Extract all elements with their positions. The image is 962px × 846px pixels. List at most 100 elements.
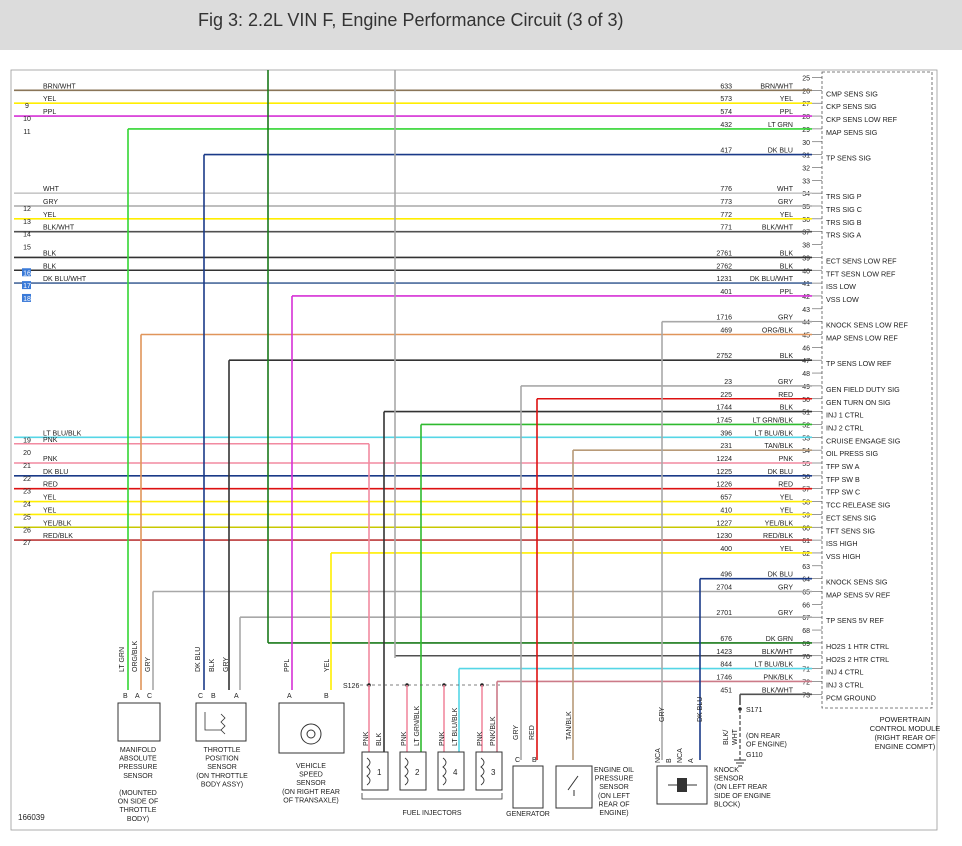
pin-number: 46	[802, 345, 810, 352]
left-connector-number: 15	[23, 245, 31, 252]
left-connector-number: 20	[23, 450, 31, 457]
injector-coil-icon	[404, 757, 409, 786]
left-connector-number: 25	[23, 514, 31, 521]
pin-number: 63	[802, 564, 810, 571]
pin-number: 39	[802, 255, 810, 262]
wire-color-label: DK BLU	[768, 148, 793, 155]
wire-color-label: BLK/WHT	[762, 649, 794, 656]
pcm-pin-label: TRS SIG P	[826, 192, 862, 201]
pin-number: 54	[802, 448, 810, 455]
splice-s171-label: S171	[746, 707, 762, 714]
left-connector-number: 13	[23, 219, 31, 226]
knock-sensor-label: KNOCK	[714, 767, 739, 774]
pcm-pin-label: CMP SENS SIG	[826, 89, 878, 98]
wire-color-label: PNK	[779, 456, 794, 463]
circuit-number: 225	[720, 392, 732, 399]
pcm-pin-label: TP SENS SIG	[826, 154, 871, 163]
wire-color-label: GRY	[778, 315, 793, 322]
pcm-pin-label: TRS SIG B	[826, 218, 862, 227]
pcm-pin-label: TFT SENS SIG	[826, 526, 875, 535]
circuit-number: 2762	[716, 263, 732, 270]
circuit-number: 676	[720, 636, 732, 643]
circuit-number: 1230	[716, 533, 732, 540]
vertical-wire-label: LT BLU/BLK	[452, 707, 459, 746]
pin-number: 28	[802, 114, 810, 121]
vertical-wire-label: PNK	[477, 731, 484, 746]
left-wire-label: YEL	[43, 495, 56, 502]
generator	[512, 765, 544, 809]
circuit-number: 400	[720, 546, 732, 553]
tps-label: POSITION	[205, 756, 238, 763]
circuit-number: 773	[720, 199, 732, 206]
pin-letter: A	[688, 758, 695, 763]
injector-coil-icon	[442, 757, 447, 786]
pcm-label-line: CONTROL MODULE	[870, 724, 941, 733]
left-connector-number: 11	[23, 129, 30, 136]
left-wire-label: BRN/WHT	[43, 83, 76, 90]
pin-number: 57	[802, 487, 810, 494]
injector-number: 4	[453, 768, 458, 777]
wire-color-label: RED	[778, 482, 793, 489]
pcm-pin-label: TCC RELEASE SIG	[826, 501, 891, 510]
wire-color-label: YEL	[780, 212, 793, 219]
pcm-pin-label: ISS LOW	[826, 282, 856, 291]
circuit-number: 401	[720, 289, 732, 296]
pin-number: 32	[802, 165, 810, 172]
left-wire-label: RED/BLK	[43, 533, 73, 540]
pin-number: 25	[802, 76, 810, 83]
tps-label: BODY ASSY)	[201, 781, 243, 788]
vertical-wire-label: LT GRN/BLK	[414, 705, 421, 746]
circuit-number: 1745	[716, 417, 732, 424]
pin-number: 64	[802, 577, 810, 584]
pin-number: 43	[802, 307, 810, 314]
oil-sensor-label: SENSOR	[599, 784, 629, 791]
pin-number: 47	[802, 358, 810, 365]
oil-pressure-sensor	[555, 765, 593, 809]
pin-number: 66	[802, 602, 810, 609]
pin-letter: B	[211, 693, 216, 700]
pin-number: 69	[802, 641, 810, 648]
circuit-number: 574	[720, 109, 732, 116]
circuit-number: 23	[724, 379, 732, 386]
pcm-pin-label: ECT SENS SIG	[826, 513, 877, 522]
vertical-wire-label: TAN/BLK	[566, 711, 573, 740]
vertical-wire-label: PNK	[363, 731, 370, 746]
vertical-wire-label: YEL	[324, 659, 331, 672]
figure-header: Fig 3: 2.2L VIN F, Engine Performance Ci…	[0, 0, 962, 50]
wire-color-label: WHT	[777, 186, 794, 193]
vertical-wire-label: RED	[529, 725, 536, 740]
left-connector-number: 21	[23, 463, 31, 470]
pcm-pin-label: MAP SENS SIG	[826, 128, 878, 137]
left-connector-number: 23	[23, 489, 31, 496]
vertical-wire-label: GRY	[513, 725, 520, 740]
pcm-pin-label: PCM GROUND	[826, 693, 876, 702]
pcm-pin-label: TFP SW C	[826, 488, 860, 497]
circuit-number: 432	[720, 122, 732, 129]
injector-bracket	[361, 793, 503, 800]
knock-sensor-label: (ON LEFT REAR	[714, 784, 767, 791]
pcm-pin-label: HO2S 2 HTR CTRL	[826, 655, 889, 664]
pin-number: 49	[802, 384, 810, 391]
ground-label: G110	[746, 752, 763, 759]
circuit-number: 451	[720, 687, 732, 694]
circuit-number: 2704	[716, 585, 732, 592]
vertical-wire-label: ORG/BLK	[132, 641, 139, 672]
pcm-pin-label: INJ 3 CTRL	[826, 680, 864, 689]
pcm-pin-label: INJ 2 CTRL	[826, 423, 864, 432]
wire-color-label: BLK	[780, 250, 794, 257]
fuel-injector	[437, 751, 465, 791]
pin-number: 73	[802, 692, 810, 699]
vertical-wire-label: GRY	[145, 657, 152, 672]
circuit-number: 1716	[716, 315, 732, 322]
pin-number: 31	[802, 153, 810, 160]
circuit-number: 1227	[716, 520, 732, 527]
circuit-number: 1231	[716, 276, 732, 283]
knock-sensor-label: SENSOR	[714, 776, 744, 783]
pin-number: 50	[802, 397, 810, 404]
circuit-number: 1744	[716, 405, 732, 412]
wire-color-label: YEL	[780, 507, 793, 514]
circuit-number: 469	[720, 328, 732, 335]
pin-number: 42	[802, 294, 810, 301]
wire-color-label: RED/BLK	[763, 533, 793, 540]
